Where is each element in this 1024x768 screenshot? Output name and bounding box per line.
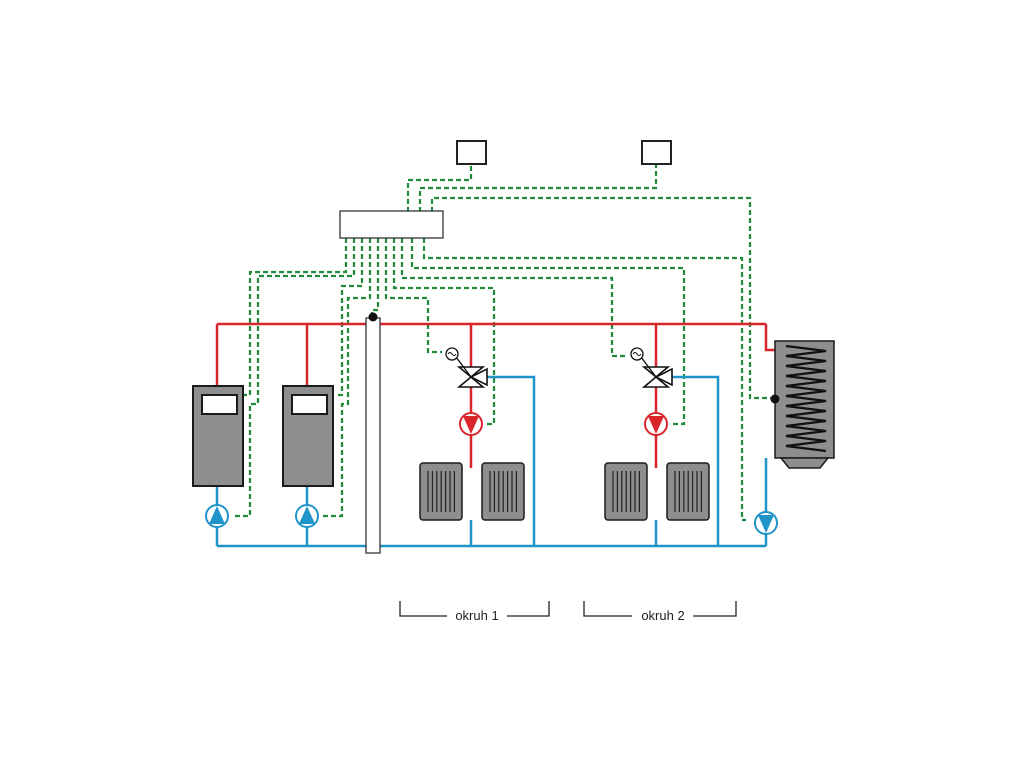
wire-sensor-1 [406, 164, 473, 212]
pump-icon [644, 412, 668, 436]
wire-tank-sensor [430, 196, 775, 400]
return-circuit-1-bypass [487, 375, 536, 546]
wire-sensor-2 [418, 164, 658, 212]
wire-valve-2 [400, 238, 628, 358]
radiator-icon [604, 462, 648, 521]
wire-tank-pump [422, 238, 746, 522]
radiator-icon [481, 462, 525, 521]
tank-coil [785, 344, 827, 453]
boiler-icon [282, 385, 334, 487]
hydraulic-separator-icon [365, 312, 381, 554]
sensor-icon [456, 140, 487, 165]
wire-separator [370, 238, 380, 316]
wire-boiler-2 [336, 238, 364, 397]
pump-icon [295, 504, 319, 528]
hot-water-tank-icon [770, 340, 835, 469]
wire-valve-1 [384, 238, 442, 354]
wire-boiler-1 [244, 238, 348, 397]
circuit-1-label: okruh 1 [455, 608, 498, 623]
mixing-valve-icon [445, 347, 488, 388]
return-circuit-2-bypass [672, 375, 720, 546]
wire-pump-circuit-1 [392, 238, 496, 426]
radiators [419, 462, 710, 521]
circuit-2-label: okruh 2 [641, 608, 684, 623]
controller-icon [339, 210, 444, 239]
pump-icon [205, 504, 229, 528]
radiator-icon [419, 462, 463, 521]
wire-pump-circuit-2 [410, 238, 686, 426]
boiler-icon [192, 385, 244, 487]
supply-pipes [215, 322, 776, 468]
sensor-icon [641, 140, 672, 165]
pump-icon [754, 511, 778, 535]
circuit-2-bracket [583, 601, 737, 617]
wire-pump-boiler-2 [322, 238, 372, 518]
radiator-icon [666, 462, 710, 521]
circuit-1-bracket [399, 601, 550, 617]
pump-icon [459, 412, 483, 436]
mixing-valve-icon [630, 347, 673, 388]
supply-tank [764, 324, 776, 352]
